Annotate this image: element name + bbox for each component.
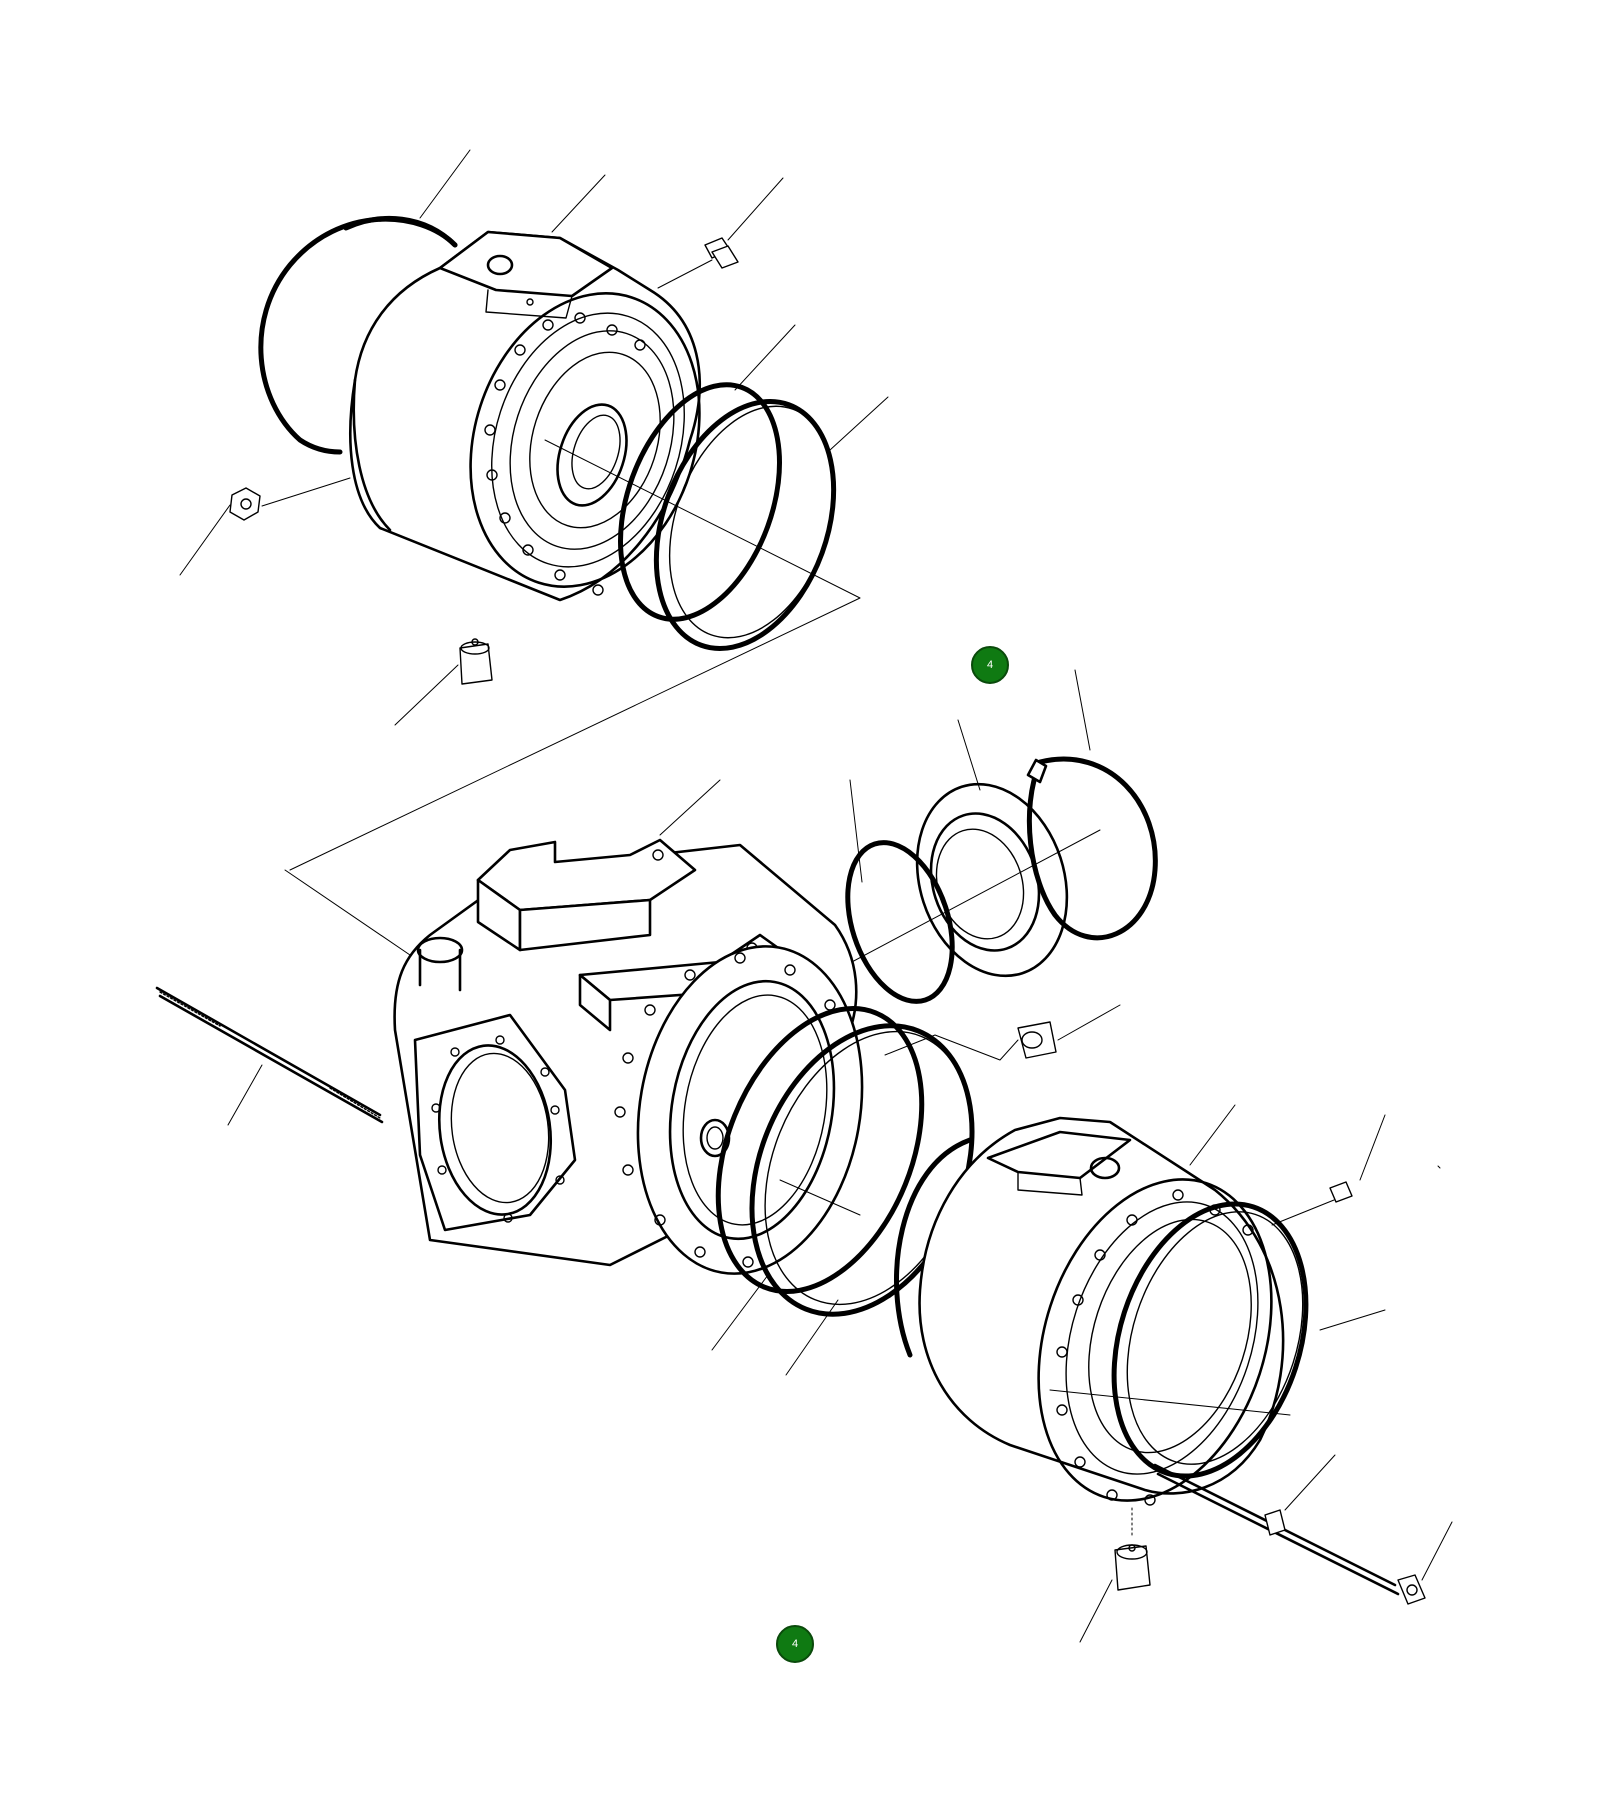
lower-plug: [1114, 1507, 1151, 1591]
upper-bearing-ring: [653, 398, 837, 652]
hotspot-lower[interactable]: 4: [776, 1625, 814, 1663]
hotspot-upper[interactable]: 4: [971, 646, 1009, 684]
upper-housing-group: [179, 149, 889, 871]
upper-seal-ring: [618, 382, 782, 622]
upper-breather-fitting: [657, 237, 739, 289]
lower-bearing-ring: [1111, 1201, 1309, 1479]
upper-plug: [459, 638, 493, 685]
lower-housing: [918, 1116, 1285, 1506]
long-stud: [155, 986, 384, 1124]
upper-housing: [349, 230, 701, 602]
center-leader-lines: [227, 779, 861, 1376]
lower-long-bolt: [1153, 1463, 1426, 1605]
lower-breather-fitting: [1271, 1181, 1353, 1226]
upper-nut: [229, 477, 351, 521]
upper-leader-lines: [179, 149, 889, 726]
middle-ring-set: [817, 669, 1158, 1061]
lower-seal-ring: [894, 1137, 973, 1358]
middle-seal-carrier: [915, 782, 1069, 978]
center-housing-group: [155, 779, 975, 1376]
middle-snap-ring: [1026, 756, 1158, 941]
lower-housing-group: [894, 1104, 1453, 1643]
middle-o-ring: [845, 840, 955, 1004]
upper-large-o-ring: [258, 215, 458, 455]
center-o-ring: [715, 1006, 925, 1294]
lower-leader-lines: [1079, 1104, 1453, 1643]
middle-leader-lines: [849, 669, 1121, 1041]
center-housing: [393, 838, 864, 1275]
